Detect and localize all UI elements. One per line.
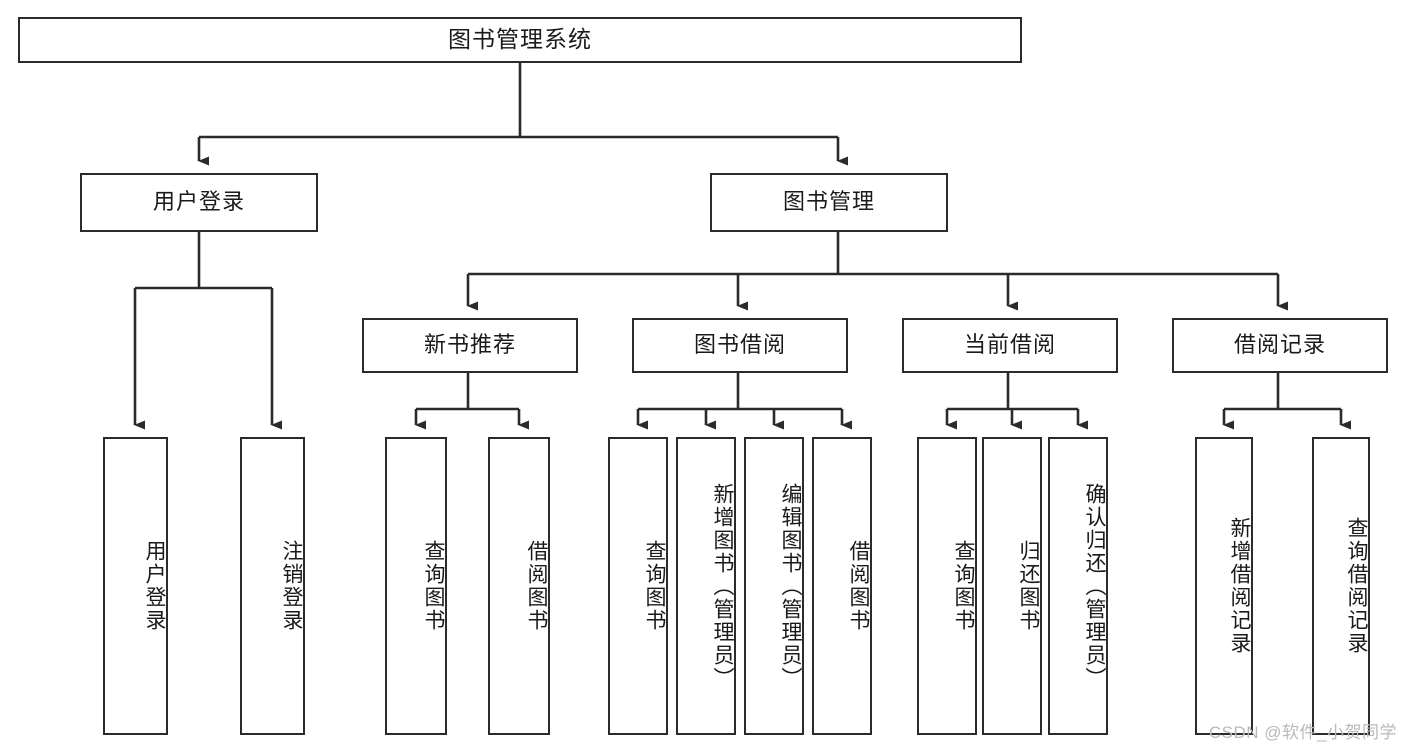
node-label: 查询图书 — [422, 540, 445, 632]
watermark-text: CSDN @软件_小贺同学 — [1208, 723, 1397, 742]
node-label: 图书管理 — [782, 189, 875, 215]
leaf-book-borrow-query-book[interactable]: 查询图书 — [608, 437, 668, 735]
leaf-book-borrow-add-book[interactable]: 新增图书（管理员） — [676, 437, 736, 735]
node-user-login[interactable]: 用户登录 — [80, 173, 318, 232]
leaf-new-book-query-book[interactable]: 查询图书 — [385, 437, 447, 735]
node-label: 图书管理系统 — [448, 26, 592, 53]
leaf-new-book-borrow-book[interactable]: 借阅图书 — [488, 437, 550, 735]
node-current-borrow[interactable]: 当前借阅 — [902, 318, 1118, 373]
leaf-user-login-login[interactable]: 用户登录 — [103, 437, 168, 735]
node-label: 借阅图书 — [525, 540, 548, 632]
node-label: 用户登录 — [152, 189, 245, 215]
node-root-book-management-system[interactable]: 图书管理系统 — [18, 17, 1022, 63]
node-label: 查询图书 — [952, 540, 975, 632]
node-label: 借阅记录 — [1233, 332, 1326, 358]
leaf-user-login-logout[interactable]: 注销登录 — [240, 437, 305, 735]
leaf-book-borrow-borrow-book[interactable]: 借阅图书 — [812, 437, 872, 735]
node-new-book-recommend[interactable]: 新书推荐 — [362, 318, 578, 373]
node-label: 查询图书 — [643, 540, 666, 632]
node-label: 新增图书（管理员） — [711, 482, 734, 690]
node-book-borrow[interactable]: 图书借阅 — [632, 318, 848, 373]
node-label: 用户登录 — [143, 540, 166, 632]
node-label: 编辑图书（管理员） — [779, 482, 802, 690]
node-label: 当前借阅 — [963, 332, 1056, 358]
node-label: 查询借阅记录 — [1345, 517, 1368, 655]
leaf-current-borrow-confirm-return[interactable]: 确认归还（管理员） — [1048, 437, 1108, 735]
node-book-management[interactable]: 图书管理 — [710, 173, 948, 232]
leaf-borrow-record-add-record[interactable]: 新增借阅记录 — [1195, 437, 1253, 735]
node-label: 归还图书 — [1017, 540, 1040, 632]
node-label: 借阅图书 — [847, 540, 870, 632]
leaf-current-borrow-query-book[interactable]: 查询图书 — [917, 437, 977, 735]
leaf-borrow-record-query-record[interactable]: 查询借阅记录 — [1312, 437, 1370, 735]
node-borrow-record[interactable]: 借阅记录 — [1172, 318, 1388, 373]
node-label: 新书推荐 — [423, 332, 516, 358]
node-label: 确认归还（管理员） — [1083, 482, 1106, 690]
leaf-current-borrow-return-book[interactable]: 归还图书 — [982, 437, 1042, 735]
node-label: 注销登录 — [280, 540, 303, 632]
node-label: 新增借阅记录 — [1228, 517, 1251, 655]
leaf-book-borrow-edit-book[interactable]: 编辑图书（管理员） — [744, 437, 804, 735]
node-label: 图书借阅 — [693, 332, 786, 358]
